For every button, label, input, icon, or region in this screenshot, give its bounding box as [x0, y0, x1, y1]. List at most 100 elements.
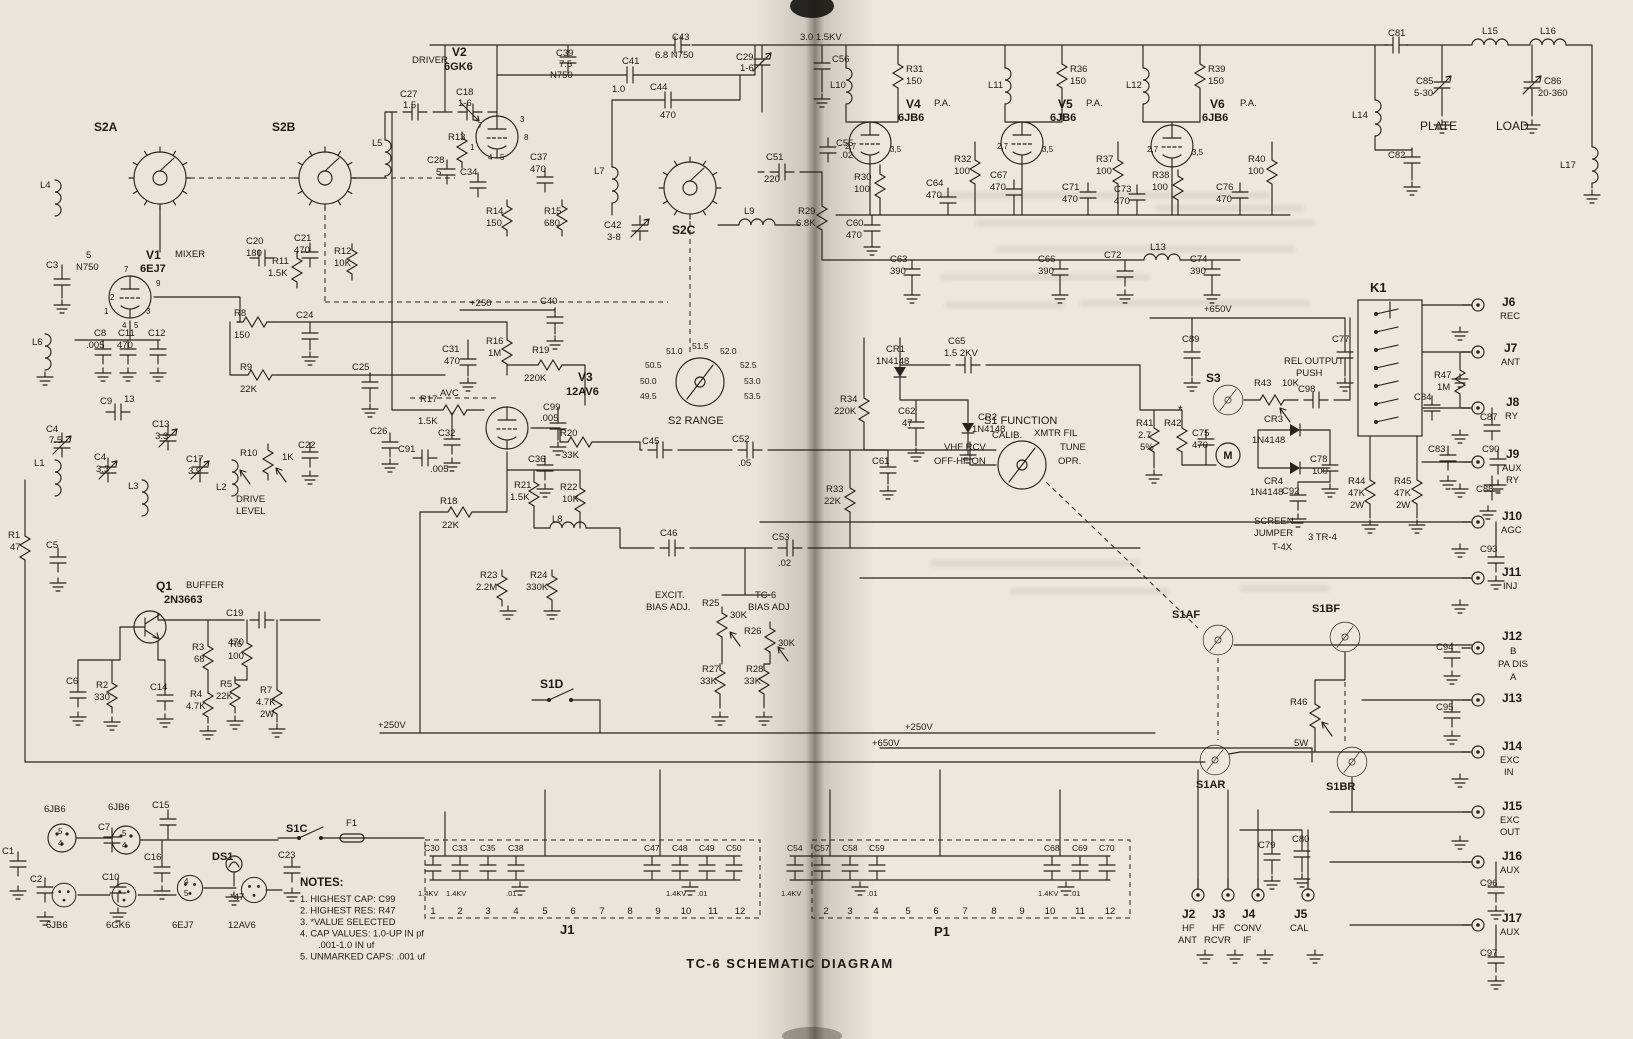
label-push: PUSH [1296, 368, 1323, 379]
j1-pin-2: 2 [457, 906, 462, 917]
label-33k: 33K [744, 676, 762, 687]
label-c33: C33 [452, 843, 468, 853]
label-c22: C22 [298, 440, 315, 451]
label-c69: C69 [1072, 843, 1088, 853]
label-c89: C89 [1182, 334, 1199, 345]
label-51.0: 51.0 [666, 346, 683, 356]
label-r4: R4 [190, 689, 202, 700]
label-c59: C59 [869, 843, 885, 853]
j1-pin-6: 6 [570, 906, 575, 917]
label-c79: C79 [1258, 840, 1275, 851]
label-100: 100 [1152, 182, 1168, 193]
label-c87: C87 [1480, 412, 1497, 423]
label-if: IF [1243, 935, 1252, 946]
label-680: 680 [544, 218, 560, 229]
label-5: 5 [500, 153, 505, 162]
label-r22: R22 [560, 482, 577, 493]
label-2.7: 2.7 [1138, 430, 1151, 441]
label-c20: C20 [246, 236, 263, 247]
label-r36: R36 [1070, 64, 1087, 75]
label-jumper: JUMPER [1254, 528, 1293, 539]
label-1.5-2kv: 1.5 2KV [944, 348, 978, 359]
label-l5: L5 [372, 138, 383, 149]
label-s1bf: S1BF [1312, 603, 1340, 615]
label-aux: AUX [1500, 927, 1520, 938]
label-rcvr: RCVR [1204, 935, 1231, 946]
label-j8: J8 [1506, 395, 1520, 409]
fold-notch-top [790, 0, 834, 18]
label-6.8-n750: 6.8 N750 [655, 50, 694, 61]
label-n750: N750 [76, 262, 99, 273]
label-2-7: 2,7 [997, 142, 1009, 151]
label-j7: J7 [1504, 341, 1518, 355]
label-r32: R32 [954, 154, 971, 165]
label-excit.: EXCIT. [655, 590, 685, 601]
label-s1ar: S1AR [1196, 779, 1225, 791]
label-c31: C31 [442, 344, 459, 355]
label-1.4kv: 1.4KV [1038, 889, 1058, 898]
label-150: 150 [1208, 76, 1224, 87]
label-1k: 1K [282, 452, 294, 463]
label-s1af: S1AF [1172, 609, 1200, 621]
label--: * [1178, 403, 1183, 417]
label-p.a.: P.A. [934, 98, 951, 109]
label-20-360: 20-360 [1538, 88, 1568, 99]
label-r31: R31 [906, 64, 923, 75]
label-4: 4 [58, 839, 63, 848]
p1-pin-5: 5 [905, 906, 910, 917]
label-c41: C41 [622, 56, 639, 67]
label-c77: C77 [1332, 334, 1349, 345]
j1-pin-11: 11 [708, 906, 718, 917]
label-c14: C14 [150, 682, 167, 693]
label-+650v: +650V [1204, 304, 1232, 315]
label-c38: C38 [508, 843, 524, 853]
label-c42: C42 [604, 220, 621, 231]
label-off-hf-on: OFF-HF ON [934, 456, 986, 467]
label-.005: .005 [540, 413, 559, 424]
label-m: M [1223, 450, 1232, 462]
j1-pin-8: 8 [627, 906, 632, 917]
label-6ej7: 6EJ7 [140, 263, 166, 275]
label-7: 7 [124, 265, 129, 274]
label-1: 1 [470, 143, 475, 152]
label-r3: R3 [192, 642, 204, 653]
label-l14: L14 [1352, 110, 1368, 121]
label-r14: R14 [486, 206, 503, 217]
label-c29: C29 [736, 52, 753, 63]
label-c40: C40 [540, 296, 557, 307]
label-470: 470 [990, 182, 1006, 193]
label-1n4148: 1N4148 [1252, 435, 1285, 446]
label-v4: V4 [906, 97, 921, 111]
note-item-5: .001-1.0 IN uf [318, 940, 375, 950]
label-c7: C7 [98, 822, 110, 833]
label-c46: C46 [660, 528, 677, 539]
label-screen: SCREEN [1254, 516, 1294, 527]
label-hf: HF [1182, 923, 1195, 934]
label-cr2: CR2 [978, 412, 997, 423]
label-r23: R23 [480, 570, 497, 581]
j1-pin-4: 4 [513, 906, 518, 917]
label-r19: R19 [532, 345, 549, 356]
label-c2: C2 [30, 874, 42, 885]
label-l3: L3 [128, 481, 139, 492]
label-l17: L17 [1560, 160, 1576, 171]
label-4: 4 [184, 877, 189, 886]
label-7: 7 [478, 121, 483, 130]
label-p1: P1 [934, 924, 950, 939]
label-c30: C30 [424, 843, 440, 853]
label-c96: C96 [1480, 878, 1497, 889]
label-2w: 2W [1350, 500, 1364, 511]
label-j15: J15 [1502, 799, 1522, 813]
label-l1: L1 [34, 458, 45, 469]
label-3.9: 3.9 [188, 466, 201, 477]
label-ry: RY [1506, 475, 1520, 486]
label-c82: C82 [1388, 150, 1405, 161]
label-3-tr-4: 3 TR-4 [1308, 532, 1337, 543]
label-opr.: OPR. [1058, 456, 1081, 467]
label-r18: R18 [440, 496, 457, 507]
label-1.4kv: 1.4KV [666, 889, 686, 898]
label-cr3: CR3 [1264, 414, 1283, 425]
label-c66: C66 [1038, 254, 1055, 265]
label-cal: CAL [1290, 923, 1308, 934]
label-2w: 2W [260, 709, 274, 720]
